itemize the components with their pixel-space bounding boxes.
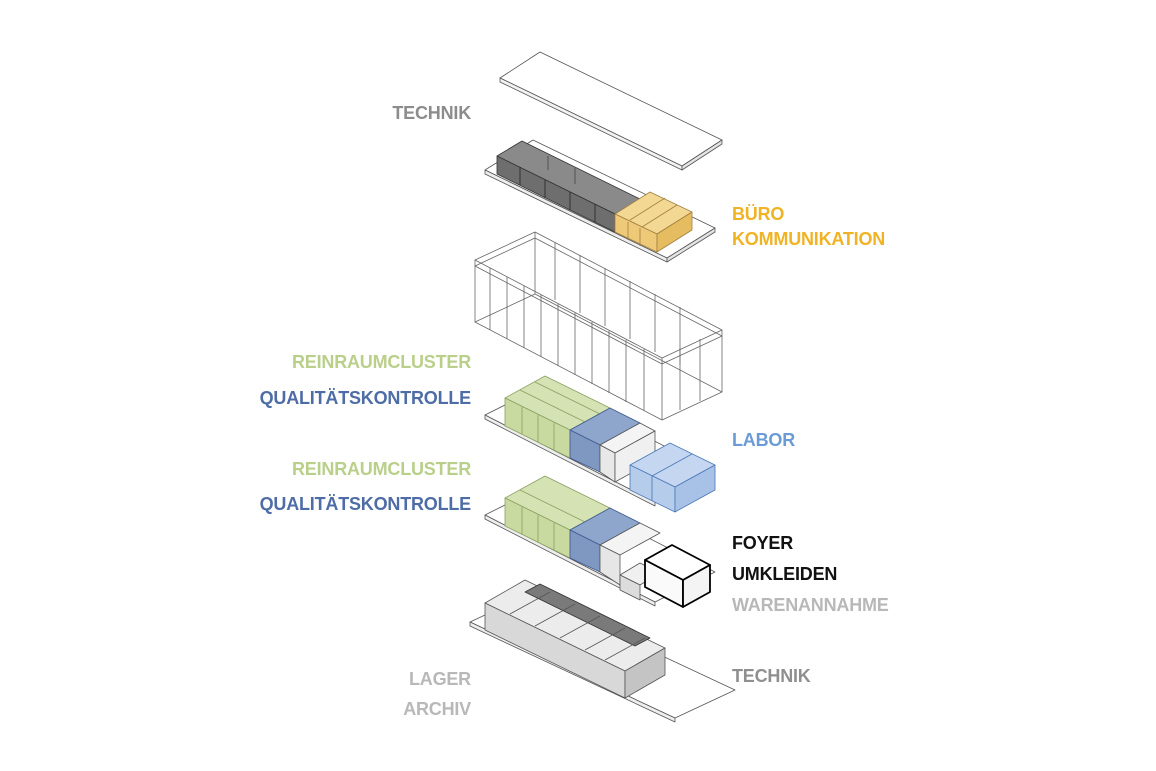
label-labor: LABOR [732,430,795,450]
labor-volume [629,442,716,513]
label-technik-top: TECHNIK [392,103,471,123]
label-warenannahme: WARENANNAHME [732,595,889,615]
roof-slab [499,51,723,171]
label-technik-bottom: TECHNIK [732,666,811,686]
label-umkleiden: UMKLEIDEN [732,564,838,584]
label-qualitaetskontrolle-upper: QUALITÄTSKONTROLLE [259,388,472,408]
label-buero: BÜRO [732,204,785,224]
label-reinraumcluster-lower: REINRAUMCLUSTER [292,459,471,479]
circulation-core-upper [599,422,656,483]
reinraumcluster-volume-upper [504,375,611,459]
label-foyer: FOYER [732,533,794,553]
basement-volume [484,579,666,699]
foyer-volume [644,544,711,608]
label-reinraumcluster-upper: REINRAUMCLUSTER [292,352,471,372]
label-qualitaetskontrolle-lower: QUALITÄTSKONTROLLE [259,494,472,514]
qualitaetskontrolle-volume-upper [569,407,641,473]
buero-volume [614,191,693,253]
label-kommunikation: KOMMUNIKATION [732,229,886,249]
label-lager: LAGER [408,669,471,689]
structural-frame [474,231,723,421]
label-archiv: ARCHIV [403,699,471,719]
